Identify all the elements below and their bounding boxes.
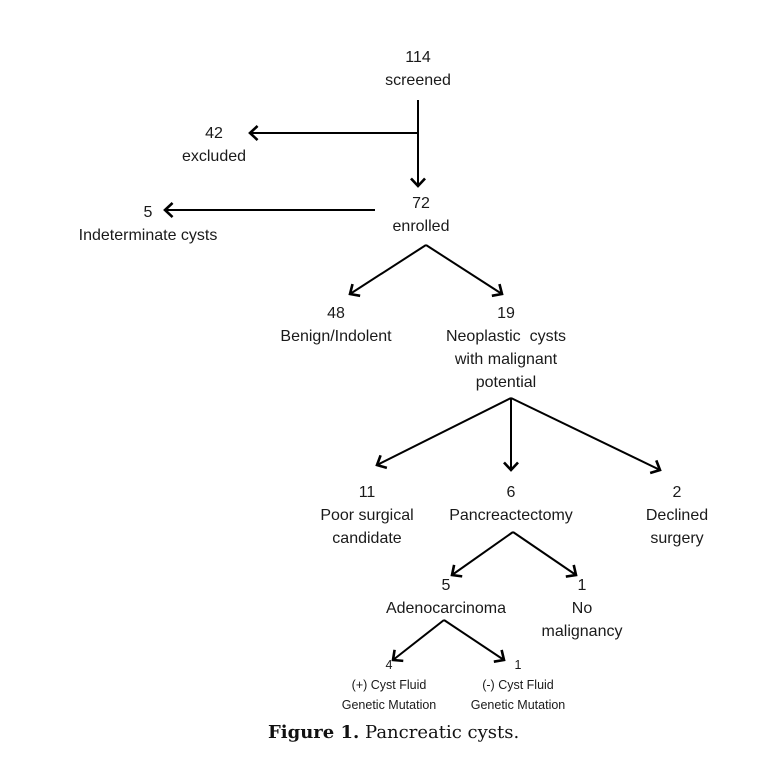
arrowhead-icon <box>503 461 519 472</box>
arrowhead-icon <box>163 202 174 218</box>
arrow-screened-to-enrolled <box>410 100 426 188</box>
arrowhead-icon <box>391 649 404 663</box>
arrowhead-icon <box>565 564 578 578</box>
node-label-line: enrolled <box>392 218 450 235</box>
node-count: 42 <box>205 125 223 142</box>
figure-caption: Figure 1. Pancreatic cysts. <box>268 722 519 743</box>
node-count: 19 <box>497 305 515 322</box>
arrow-neoplastic-to-poor-candidate <box>375 397 512 470</box>
node-label-line: Poor surgical <box>320 507 414 524</box>
arrowhead-icon <box>493 649 506 663</box>
node-label-line: Declined <box>645 507 709 524</box>
arrowhead-icon <box>649 459 662 475</box>
node-screened: 114 screened <box>385 46 451 92</box>
arrow-neoplastic-to-pancreatectomy <box>503 398 519 472</box>
node-label-line: Adenocarcinoma <box>385 600 507 617</box>
node-count: 48 <box>327 305 345 322</box>
node-count: 1 <box>577 577 587 594</box>
figure-caption-label: Figure 1. <box>268 722 360 743</box>
arrowhead-icon <box>348 283 361 298</box>
node-label-line: excluded <box>181 148 247 165</box>
node-label-line: screened <box>385 72 451 89</box>
node-label-line: surgery <box>650 530 704 547</box>
node-count: 4 <box>385 658 393 672</box>
arrowhead-icon <box>410 177 426 188</box>
node-label-line: (-) Cyst Fluid <box>482 678 554 692</box>
node-count: 11 <box>358 484 376 501</box>
node-label-line: Indeterminate cysts <box>78 227 218 244</box>
arrow-adenocarcinoma-to-positive-mutation <box>391 619 445 663</box>
node-count: 1 <box>514 658 522 672</box>
node-label-line: malignancy <box>541 623 623 640</box>
arrow-enrolled-to-indeterminate <box>163 202 375 218</box>
node-count: 114 <box>405 49 431 66</box>
node-count: 5 <box>441 577 451 594</box>
node-label-line: with malignant <box>454 351 558 368</box>
node-label-line: potential <box>475 374 537 391</box>
node-count: 6 <box>506 484 516 501</box>
arrow-enrolled-to-neoplastic <box>425 244 504 298</box>
arrow-pancreatectomy-to-adenocarcinoma <box>450 531 514 578</box>
node-enrolled: 72 enrolled <box>393 192 450 238</box>
node-label-line: candidate <box>332 530 402 547</box>
arrow-neoplastic-to-declined <box>510 397 662 475</box>
node-count: 2 <box>672 484 682 501</box>
node-label-line: (+) Cyst Fluid <box>351 678 427 692</box>
arrow-enrolled-to-benign <box>348 244 427 298</box>
node-label-line: Benign/Indolent <box>280 328 392 345</box>
arrowhead-icon <box>450 564 463 578</box>
arrowhead-icon <box>375 454 388 470</box>
node-count: 72 <box>412 195 430 212</box>
node-excluded: 42 excluded <box>182 122 246 168</box>
node-label-line: Neoplastic cysts <box>445 328 567 345</box>
arrow-adenocarcinoma-to-negative-mutation <box>443 619 506 663</box>
arrow-pancreatectomy-to-no-malignancy <box>512 531 578 578</box>
node-label-line: No <box>571 600 593 617</box>
arrowhead-icon <box>248 125 259 141</box>
node-label-line: Genetic Mutation <box>341 698 437 712</box>
node-count: 5 <box>143 204 153 221</box>
node-label-line: Pancreactectomy <box>449 507 573 524</box>
node-label-line: Genetic Mutation <box>470 698 566 712</box>
arrowhead-icon <box>491 283 504 298</box>
arrow-screened-to-excluded <box>248 125 418 141</box>
figure-caption-text: Pancreatic cysts. <box>359 722 520 743</box>
